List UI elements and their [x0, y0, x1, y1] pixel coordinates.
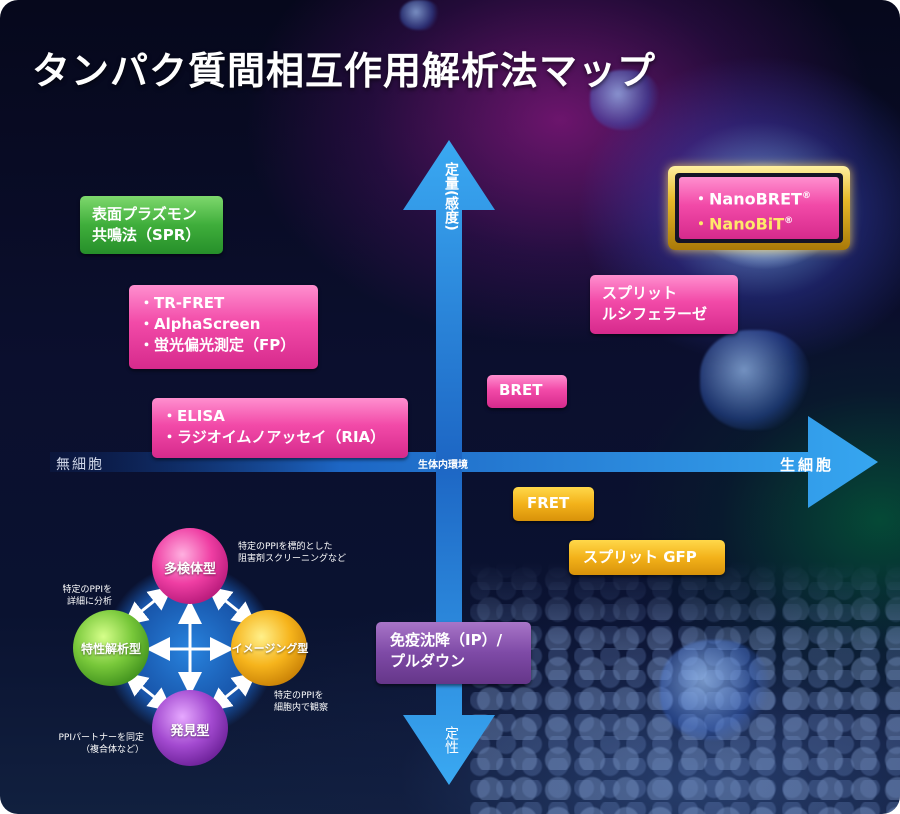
method-nanobit: ・NanoBiT® — [693, 214, 794, 234]
type-circle-left — [73, 610, 149, 686]
axis-right-label: 生細胞 — [780, 456, 835, 474]
type-note-right: 特定のPPIを 細胞内で観察 — [274, 691, 329, 713]
type-note-left: 特定のPPIを 詳細に分析 — [62, 585, 112, 607]
axis-down-label: 定性 — [443, 726, 459, 754]
protein-image-top — [590, 70, 660, 130]
type-label-left: 特性解析型 — [80, 642, 141, 656]
method-split-gfp: スプリット GFP — [569, 540, 725, 575]
method-nano-group: ・NanoBRET® ・NanoBiT® — [668, 166, 850, 250]
protein-image-cell — [400, 0, 440, 30]
type-note-top: 特定のPPIを標的とした 阻害剤スクリーニングなど — [238, 542, 347, 564]
method-nanobret: ・NanoBRET® — [693, 189, 811, 209]
vertical-axis-arrow — [403, 140, 495, 785]
axis-up-label: 定量(感度) — [443, 162, 459, 231]
type-circle-bottom — [152, 690, 228, 766]
type-label-right: イメージング型 — [231, 642, 309, 655]
type-circle-top — [152, 528, 228, 604]
method-ip-pulldown: 免疫沈降（IP）/ プルダウン — [376, 622, 531, 684]
method-fret: FRET — [513, 487, 594, 521]
page-title: タンパク質間相互作用解析法マップ — [32, 49, 657, 93]
horizontal-axis-arrow — [50, 416, 878, 508]
method-spr: 表面プラズモン 共鳴法（SPR） — [80, 196, 223, 254]
type-label-bottom: 発見型 — [170, 724, 210, 739]
protein-image-bottom — [660, 640, 770, 740]
method-bret: BRET — [487, 375, 567, 408]
method-elisa-group: ・ELISA ・ラジオイムノアッセイ（RIA） — [152, 398, 408, 458]
type-label-top: 多検体型 — [163, 562, 216, 577]
type-note-bottom: PPIパートナーを同定 （複合体など） — [58, 733, 144, 755]
method-split-luciferase: スプリット ルシフェラーゼ — [590, 275, 738, 334]
axis-center-label: 生体内環境 — [418, 460, 468, 471]
protein-image-right — [700, 330, 810, 430]
method-trfret-group: ・TR-FRET ・AlphaScreen ・蛍光偏光測定（FP） — [129, 285, 318, 369]
axis-left-label: 無細胞 — [56, 457, 104, 473]
type-circle-right — [231, 610, 307, 686]
